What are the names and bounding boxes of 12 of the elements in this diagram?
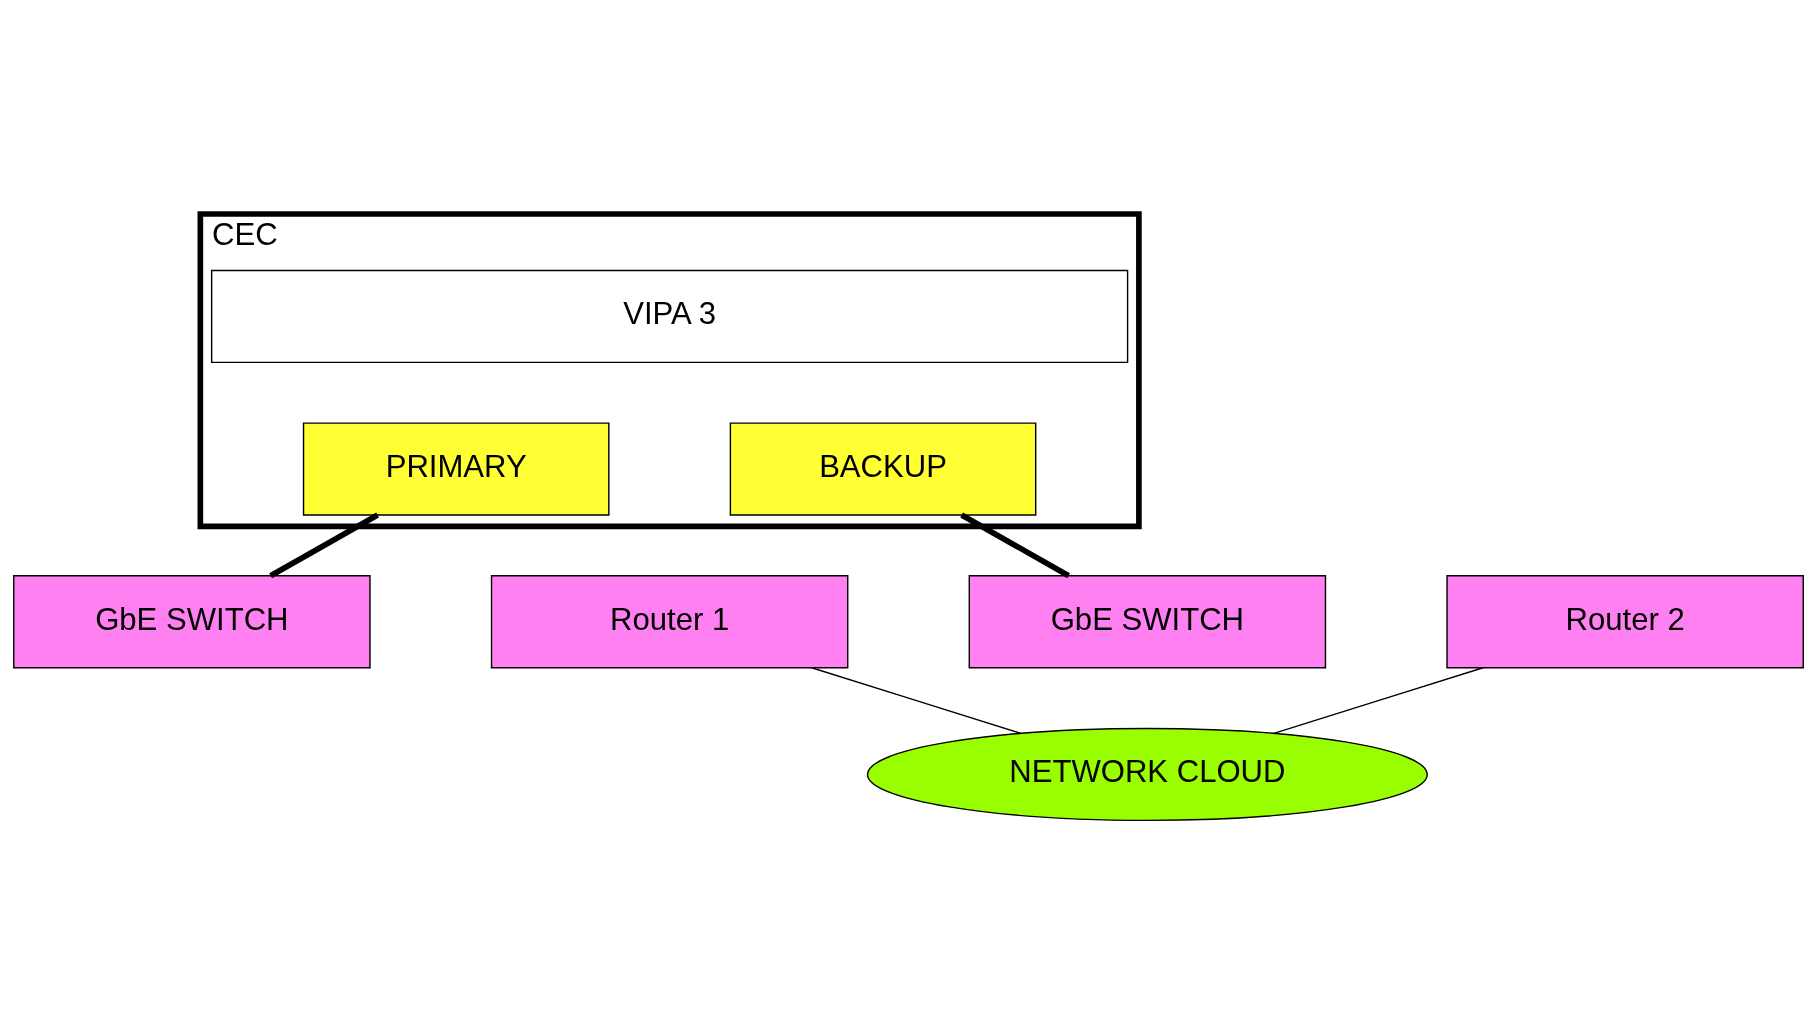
node-box: VIPA 3 [210,269,1129,364]
node-box: GbE SWITCH [13,575,371,669]
connector [960,512,1071,579]
node-box: Router 1 [490,575,849,669]
connector [1273,667,1484,735]
node-box: BACKUP [729,422,1037,516]
node-box: Router 2 [1446,575,1804,669]
node-box: GbE SWITCH [968,575,1327,669]
connector [810,667,1022,735]
node-ellipse: NETWORK CLOUD [866,727,1428,822]
connector [269,512,379,579]
node-box: PRIMARY [302,422,610,516]
